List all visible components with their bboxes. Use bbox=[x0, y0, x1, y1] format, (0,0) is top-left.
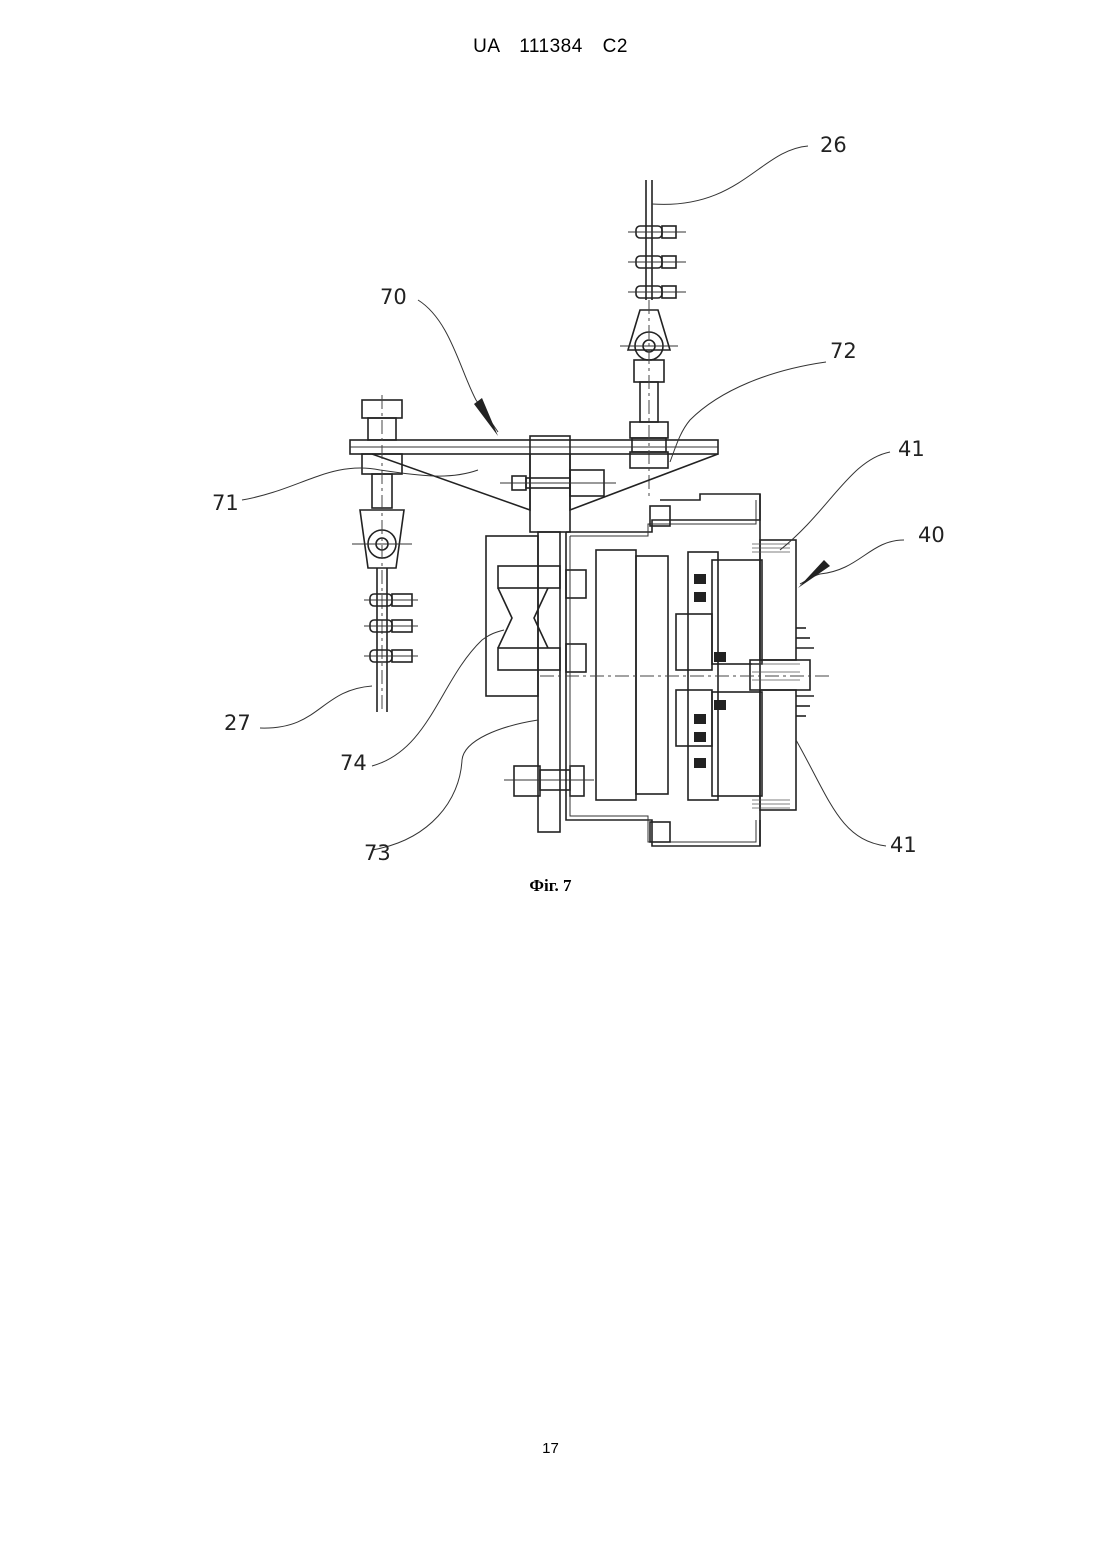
cable-clamp bbox=[628, 256, 686, 268]
callout-70: 70 bbox=[380, 285, 407, 309]
module-details bbox=[694, 574, 726, 768]
callout-40: 40 bbox=[918, 523, 945, 547]
mount-plate-73 bbox=[486, 532, 594, 832]
bracket-70 bbox=[350, 436, 718, 532]
callout-41-top: 41 bbox=[898, 437, 925, 461]
callout-72: 72 bbox=[830, 339, 857, 363]
callout-74: 74 bbox=[340, 751, 367, 775]
callout-73: 73 bbox=[364, 841, 391, 865]
cable-clamp bbox=[628, 226, 686, 238]
drawing-svg: 26 70 72 41 40 71 27 74 73 41 bbox=[0, 0, 1101, 900]
cable-clamp bbox=[364, 594, 418, 606]
figure-caption: Фіг. 7 bbox=[0, 876, 1101, 896]
callout-41-bottom: 41 bbox=[890, 833, 917, 857]
cable-clamp bbox=[364, 620, 418, 632]
eye-fitting-top bbox=[620, 300, 678, 500]
callout-71: 71 bbox=[212, 491, 239, 515]
cable-clamp bbox=[628, 286, 686, 298]
leader-lines bbox=[242, 146, 904, 850]
callout-26: 26 bbox=[820, 133, 847, 157]
page-number: 17 bbox=[0, 1440, 1101, 1457]
callout-27: 27 bbox=[224, 711, 251, 735]
left-hanger bbox=[352, 395, 418, 712]
technical-drawing-figure: 26 70 72 41 40 71 27 74 73 41 bbox=[0, 0, 1101, 900]
cable-clamp bbox=[364, 650, 418, 662]
cable-26 bbox=[620, 180, 686, 500]
